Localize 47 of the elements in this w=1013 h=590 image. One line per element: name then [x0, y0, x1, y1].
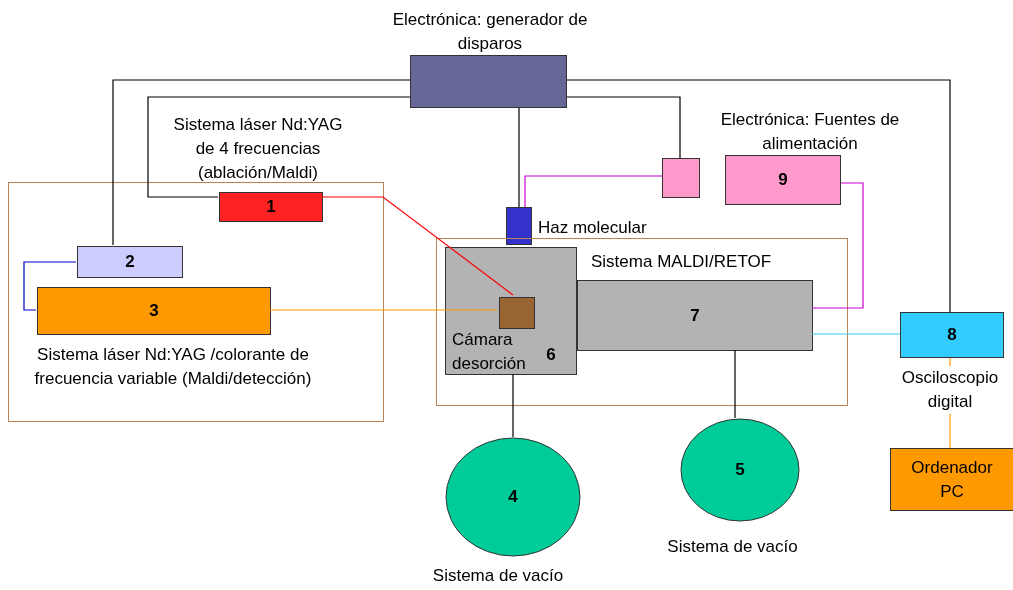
- connector-line: [566, 96, 681, 159]
- connector-line: [566, 79, 951, 313]
- chamber-box: [445, 247, 577, 375]
- vacuum-system-ellipse: [445, 437, 581, 557]
- component-box: [900, 312, 1004, 358]
- connector-line: [811, 333, 901, 335]
- box-number: 6: [545, 344, 557, 366]
- node-label: Sistema láser Nd:YAG /colorante de frecuencia variable (Maldi/detección): [33, 344, 313, 390]
- component-box: [219, 192, 323, 222]
- connector-line: [811, 182, 864, 309]
- node-label: Haz molecular: [538, 217, 648, 239]
- connector-line: [147, 96, 411, 198]
- group-frame: [436, 238, 848, 406]
- box-number: 3: [149, 300, 159, 322]
- connector-line: [524, 175, 663, 208]
- box-label: Cámara desorción: [452, 329, 527, 375]
- molecular-beam-box: [506, 207, 532, 245]
- box-number: 9: [778, 169, 788, 191]
- box-number: 1: [266, 196, 276, 218]
- box-number: 4: [508, 486, 518, 508]
- connector-line: [112, 79, 411, 246]
- connector-line: [512, 373, 514, 438]
- component-box: [577, 280, 813, 351]
- connector-line: [23, 261, 77, 311]
- box-label: Ordenador PC: [910, 456, 994, 503]
- box-number: 7: [690, 304, 700, 327]
- box-number: 5: [735, 459, 745, 481]
- group-frame: [8, 182, 384, 422]
- box-heading: Electrónica: generador de disparos: [391, 9, 589, 55]
- group-title: Sistema MALDI/RETOF: [591, 251, 773, 273]
- box-heading: Electrónica: Fuentes de alimentación: [719, 109, 901, 155]
- connector-line: [734, 349, 736, 419]
- box-number: 2: [125, 251, 135, 273]
- component-box: [662, 158, 700, 198]
- node-label: Sistema de vacío: [666, 536, 799, 558]
- sample-box: [499, 297, 535, 329]
- node-label: Osciloscopio digital: [900, 366, 1000, 414]
- node-label: Sistema de vacío: [431, 565, 565, 587]
- connector-line: [321, 196, 514, 296]
- component-box: [37, 287, 271, 335]
- box-number: 8: [947, 324, 957, 346]
- component-box: [77, 246, 183, 278]
- component-box: [890, 448, 1013, 511]
- vacuum-system-ellipse: [680, 418, 800, 522]
- connector-line: [269, 309, 498, 311]
- node-label: Sistema láser Nd:YAG de 4 frecuencias (ablación/Maldi): [172, 114, 344, 184]
- connector-line: [518, 107, 520, 208]
